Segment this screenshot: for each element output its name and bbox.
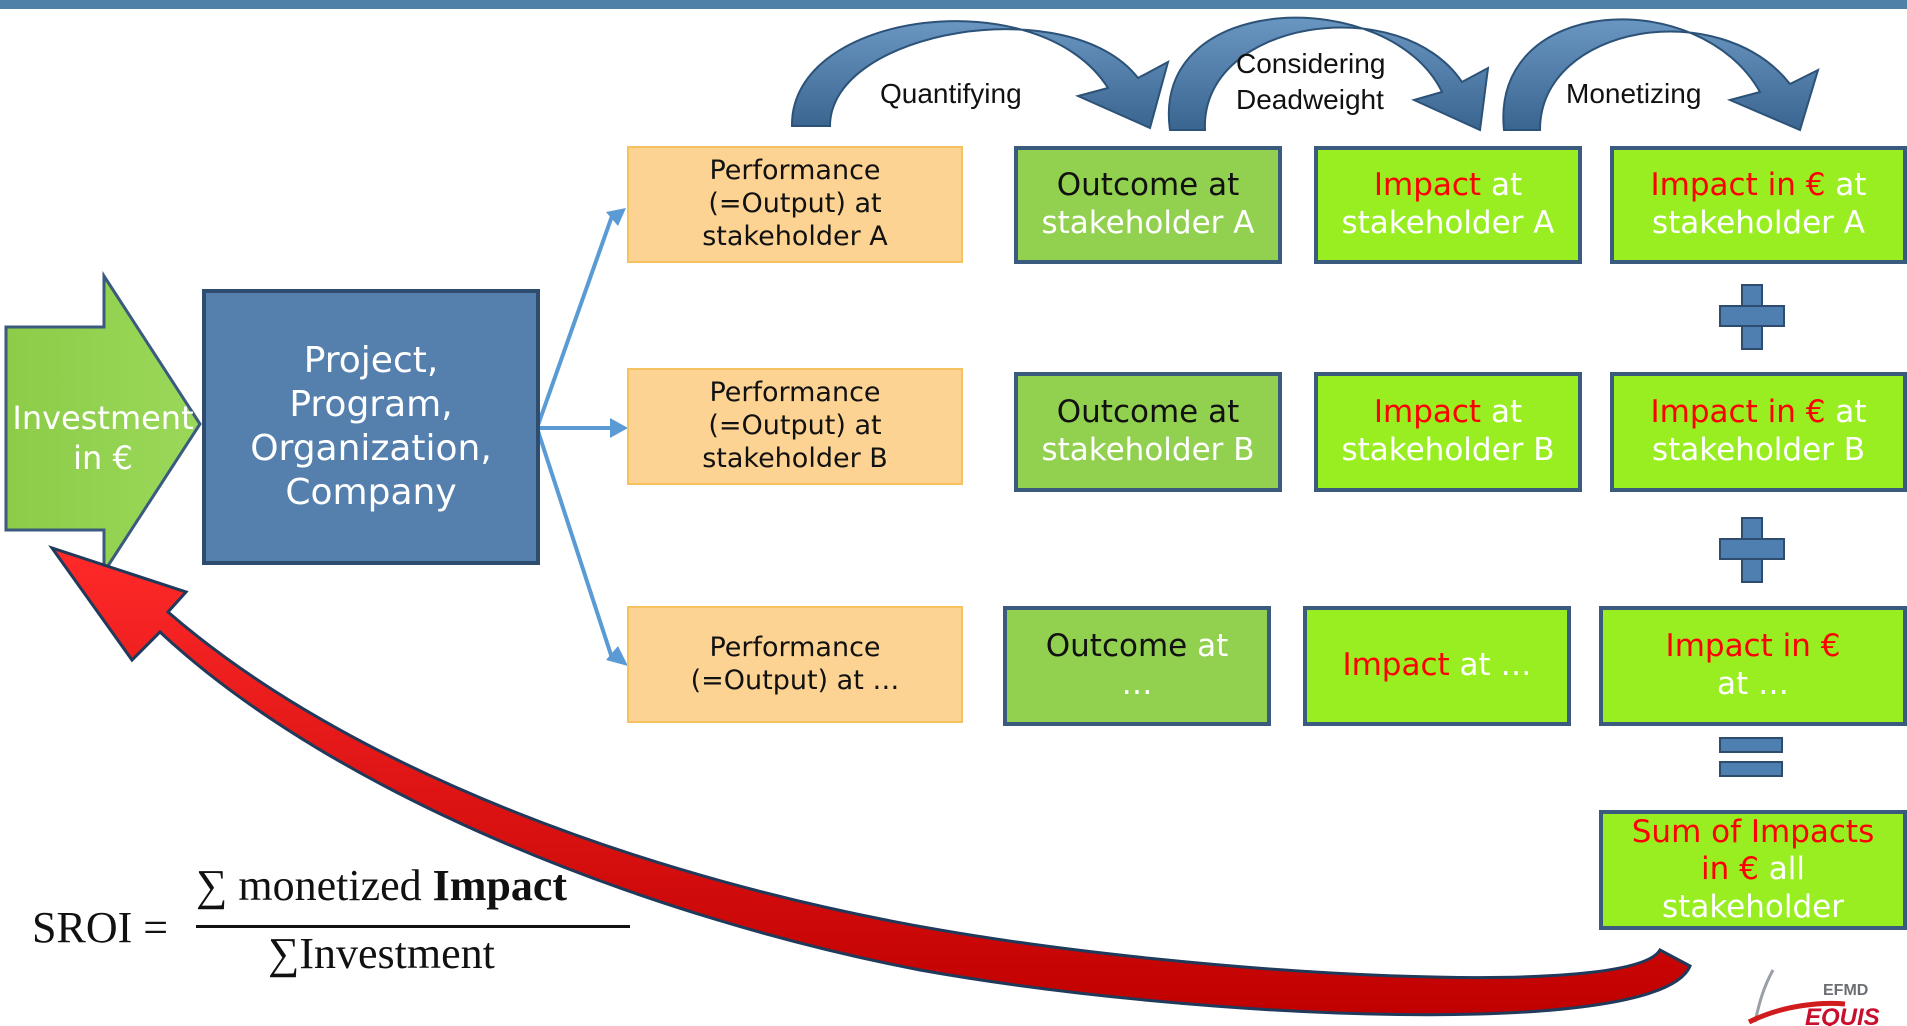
performance-box-a: Performance (=Output) at stakeholder A	[627, 146, 963, 263]
formula-denominator: ∑Investment	[268, 929, 495, 978]
investment-line2: in €	[73, 439, 133, 477]
performance-b-line3: stakeholder B	[702, 442, 888, 474]
plus-sign-2	[1719, 517, 1785, 583]
impact-eur-b-word: Impact in €	[1650, 394, 1826, 431]
impact-eur-b-line1: Impact in € at	[1651, 394, 1867, 432]
project-line3: Organization,	[250, 428, 492, 469]
impact-box-other: Impact at …	[1303, 606, 1571, 726]
equals-sign	[1719, 737, 1783, 777]
sum-line1: Sum of Impacts	[1631, 814, 1875, 851]
impact-eur-box-a: Impact in € at stakeholder A	[1610, 146, 1907, 264]
sum-line2-eur: in €	[1701, 851, 1759, 888]
impact-other-at: at …	[1459, 647, 1532, 684]
formula-numerator: ∑ monetized Impact	[196, 860, 567, 911]
monetizing-label: Monetizing	[1566, 78, 1702, 109]
impact-a-word: Impact	[1373, 167, 1482, 204]
deadweight-label-line2: Deadweight	[1236, 84, 1384, 116]
impact-b-at: at	[1490, 394, 1523, 431]
performance-box-other: Performance (=Output) at …	[627, 606, 963, 723]
impact-other-word: Impact	[1342, 647, 1450, 684]
project-line2: Program,	[289, 384, 453, 426]
performance-other-line1: Performance	[709, 631, 881, 663]
outcome-box-other: Outcome at …	[1003, 606, 1271, 726]
impact-b-word: Impact	[1373, 394, 1482, 431]
deadweight-label: Considering Deadweight	[1236, 46, 1385, 119]
impact-eur-other-line2: at …	[1716, 666, 1789, 702]
performance-b-line1: Performance	[709, 377, 881, 409]
quantifying-curved-arrow	[790, 20, 1170, 130]
project-line1: Project,	[303, 340, 439, 382]
formula-numerator-a: ∑ monetized	[196, 861, 422, 910]
impact-a-line1: Impact at	[1374, 167, 1522, 205]
outcome-a-line1: Outcome at	[1056, 167, 1240, 204]
impact-eur-other-line1: Impact in €	[1665, 628, 1841, 665]
return-red-arrow	[48, 545, 1692, 1017]
performance-box-b: Performance (=Output) at stakeholder B	[627, 368, 963, 485]
outcome-box-a: Outcome at stakeholder A	[1014, 146, 1282, 264]
formula-fraction-bar	[196, 925, 630, 928]
outcome-b-line2: stakeholder B	[1041, 432, 1255, 468]
impact-other-line1: Impact at …	[1342, 647, 1531, 685]
plus-sign-1	[1719, 284, 1785, 350]
impact-b-line1: Impact at	[1374, 394, 1522, 432]
performance-a-line2: (=Output) at	[708, 188, 882, 220]
top-accent-bar	[0, 0, 1907, 9]
impact-eur-a-at: at	[1835, 167, 1867, 204]
outcome-box-b: Outcome at stakeholder B	[1014, 372, 1282, 492]
investment-line1: Investment	[12, 399, 194, 437]
impact-eur-a-word: Impact in €	[1650, 167, 1826, 204]
impact-a-line2: stakeholder A	[1341, 205, 1555, 241]
formula-numerator-b: Impact	[432, 861, 568, 910]
impact-eur-a-line1: Impact in € at	[1651, 167, 1867, 205]
impact-eur-a-line2: stakeholder A	[1651, 205, 1865, 241]
sum-line3: stakeholder	[1662, 888, 1844, 925]
efmd-equis-logo: EFMD EQUIS	[1745, 964, 1895, 1026]
quantifying-label: Quantifying	[880, 78, 1022, 109]
sum-line2: in € all	[1701, 851, 1805, 888]
impact-eur-box-other: Impact in € at …	[1599, 606, 1907, 726]
sum-of-impacts-box: Sum of Impacts in € all stakeholder	[1599, 810, 1907, 930]
investment-arrow-shape	[4, 270, 202, 578]
performance-b-line2: (=Output) at	[708, 410, 882, 442]
impact-a-at: at	[1490, 167, 1523, 204]
outcome-other-at: at	[1197, 628, 1229, 665]
logo-top-text: EFMD	[1823, 982, 1869, 999]
performance-a-line1: Performance	[709, 155, 881, 187]
logo-swoosh-icon	[1747, 969, 1846, 1025]
monetizing-curved-arrow	[1502, 18, 1820, 132]
outcome-other-line2: …	[1121, 666, 1153, 702]
deadweight-curved-arrow	[1167, 16, 1490, 132]
impact-box-b: Impact at stakeholder B	[1314, 372, 1582, 492]
impact-eur-b-line2: stakeholder B	[1651, 432, 1866, 468]
impact-eur-b-at: at	[1835, 394, 1867, 431]
performance-other-line2: (=Output) at …	[690, 664, 900, 696]
impact-eur-box-b: Impact in € at stakeholder B	[1610, 372, 1907, 492]
outcome-other-line1: Outcome at	[1046, 628, 1229, 666]
outcome-b-line1: Outcome at	[1056, 394, 1240, 431]
project-box: Project, Program, Organization, Company	[202, 289, 540, 565]
impact-b-line2: stakeholder B	[1341, 432, 1555, 468]
investment-label: Investment in €	[8, 398, 198, 478]
sum-line2-all: all	[1768, 851, 1805, 888]
performance-a-line3: stakeholder A	[702, 220, 888, 252]
logo-bottom-text: EQUIS	[1805, 1004, 1880, 1026]
deadweight-label-line1: Considering	[1236, 48, 1386, 79]
outcome-a-line2: stakeholder A	[1041, 205, 1255, 241]
formula-lhs: SROI =	[32, 903, 169, 952]
outcome-other-word: Outcome	[1045, 628, 1188, 665]
project-line4: Company	[285, 471, 457, 513]
impact-box-a: Impact at stakeholder A	[1314, 146, 1582, 264]
